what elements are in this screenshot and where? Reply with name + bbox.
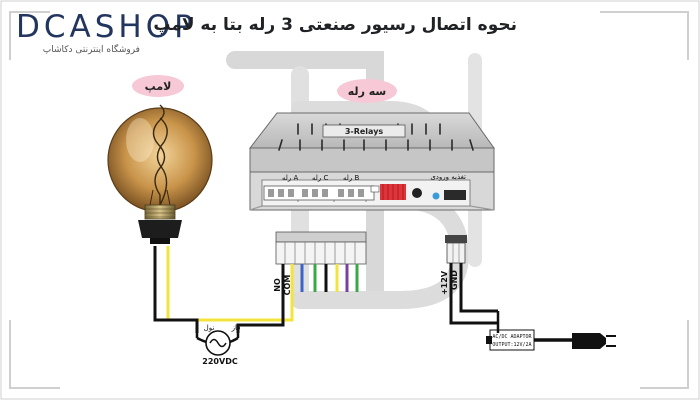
ac-source-icon: [195, 330, 240, 356]
no-terminal-label: NO: [273, 278, 282, 292]
lamp-label: لامپ: [145, 80, 172, 93]
relay-label-bubble: سه رله: [337, 79, 397, 103]
lamp-bulb-icon: [107, 104, 213, 244]
relay-label: سه رله: [348, 85, 386, 98]
diagram-title: نحوه اتصال رسیور صنعتی 3 رله بتا به لامپ: [153, 15, 517, 35]
relay-a-label: رله A: [282, 174, 299, 182]
relay-terminal-connector: [275, 231, 367, 265]
corner-brackets: [9, 11, 689, 389]
lamp-label-bubble: لامپ: [132, 75, 184, 97]
voltage-label: 220VDC: [202, 357, 238, 366]
power-input-connector: [445, 235, 467, 264]
red-header-pins: [370, 184, 406, 200]
power-wires: [449, 263, 498, 325]
adapter-label-line2: OUTPUT:12V/2A: [492, 342, 531, 348]
ac-dc-adapter: AC/DC ADAPTOR OUTPUT:12V/2A: [486, 311, 535, 351]
phase-label: فاز: [231, 324, 241, 332]
power-input-label: تغذیه ورودی: [430, 173, 466, 181]
gnd-label: GND: [450, 270, 459, 290]
relay-output-wires: [166, 246, 359, 322]
relay-b-label: رله B: [343, 174, 360, 182]
relay-box: 3-Relays رله A رله C رله B تغذیه ورودی: [248, 112, 495, 211]
brand-name: DCASHOP: [16, 9, 197, 45]
dcashop-logo: DCASHOP فروشگاه اینترنتی دکاشاپ: [16, 9, 197, 55]
mains-wires: [153, 246, 285, 333]
adapter-label-line1: AC/DC ADAPTOR: [492, 334, 532, 340]
mains-plug-icon: [534, 333, 616, 349]
relay-box-label: 3-Relays: [345, 127, 384, 136]
relay-c-label: رله C: [312, 174, 329, 182]
plus-12v-label: +12V: [440, 270, 449, 295]
neutral-label: نول: [204, 324, 215, 332]
com-terminal-label: COM: [283, 275, 292, 296]
brand-subtitle: فروشگاه اینترنتی دکاشاپ: [43, 43, 140, 55]
